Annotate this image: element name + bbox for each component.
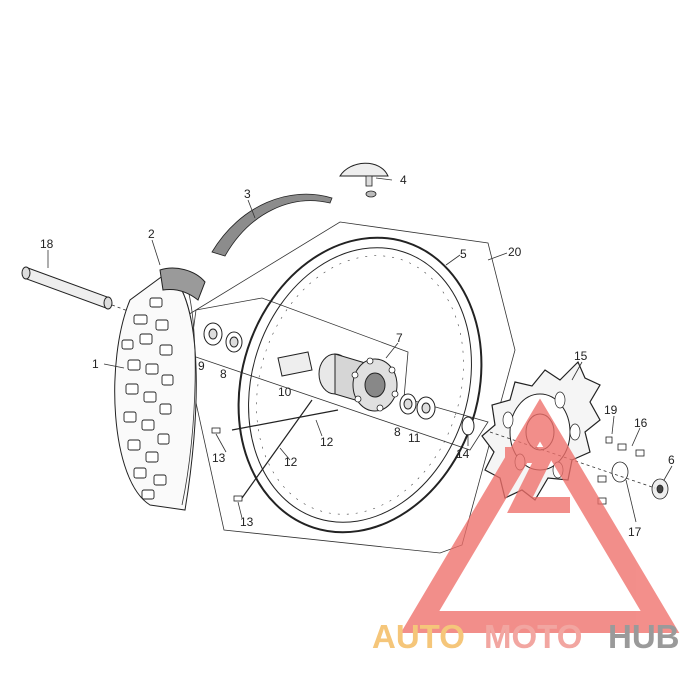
callout-3: 3: [244, 187, 251, 201]
callout-17: 17: [628, 525, 642, 539]
callout-20: 20: [508, 245, 522, 259]
axle: [21, 266, 129, 312]
callout-12b: 12: [284, 455, 298, 469]
hub-bearings: [203, 322, 475, 436]
callout-2: 2: [148, 227, 155, 241]
callout-5: 5: [460, 247, 467, 261]
spokes: [231, 399, 339, 499]
spoke-nipples: [211, 427, 243, 502]
callout-14: 14: [456, 447, 470, 461]
callout-6: 6: [668, 453, 675, 467]
callout-8a: 8: [220, 367, 227, 381]
leader-lines: [47, 177, 673, 523]
callout-19: 19: [604, 403, 618, 417]
callout-11: 11: [408, 431, 421, 445]
watermark-part-hub: HUB: [608, 618, 680, 655]
callout-18: 18: [40, 237, 54, 251]
rim-tape: [211, 193, 333, 257]
valve-cap: [339, 162, 389, 198]
callout-15: 15: [574, 349, 588, 363]
callout-13b: 13: [240, 515, 254, 529]
callout-labels: 1 2 3 4 5 6 7 8 8 9 10 11 12 12 13 13 14…: [40, 173, 675, 539]
watermark-part-moto: MOTO: [484, 618, 582, 655]
tire: [114, 271, 197, 511]
hub-group-outline: [189, 297, 489, 451]
callout-7: 7: [396, 331, 403, 345]
disc-fasteners: [489, 431, 669, 505]
callout-16: 16: [634, 416, 648, 430]
watermark-logo: [400, 398, 680, 633]
callout-13a: 13: [212, 451, 226, 465]
callout-9: 9: [198, 359, 205, 373]
callout-1: 1: [92, 357, 99, 371]
watermark-text: AUTO MOTO HUB: [372, 618, 680, 655]
callout-12a: 12: [320, 435, 334, 449]
rim-band: [159, 267, 206, 301]
watermark-part-auto: AUTO: [372, 618, 465, 655]
wheel-hub: [318, 353, 399, 412]
callout-10: 10: [278, 385, 292, 399]
callout-4: 4: [400, 173, 407, 187]
callout-8b: 8: [394, 425, 401, 439]
